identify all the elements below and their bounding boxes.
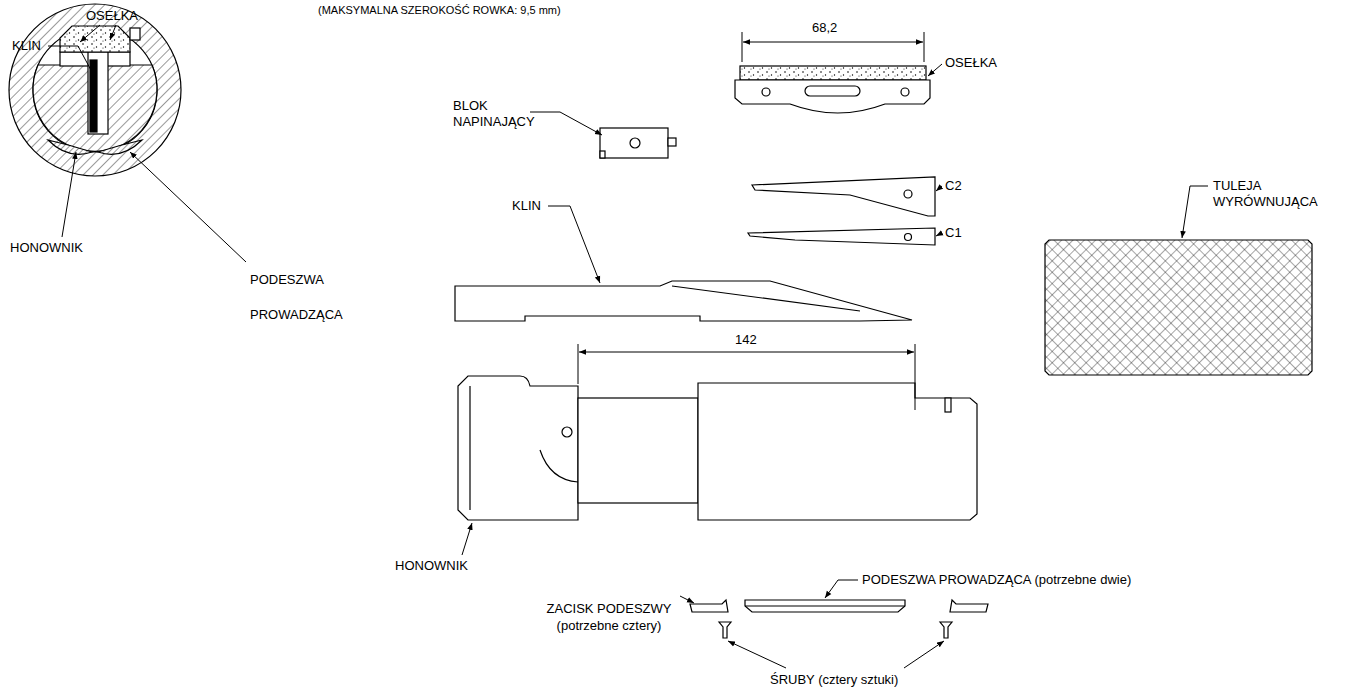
tension-block [600, 128, 668, 158]
leader-line [548, 206, 600, 283]
shim [748, 228, 935, 245]
screw [719, 622, 952, 638]
dimension-line [924, 32, 925, 62]
part-label: PODESZWA PROWADZĄCA [250, 262, 360, 332]
shoe-clamp [690, 600, 988, 612]
guide-shoe [745, 600, 905, 612]
part-label: ZACISK PODESZWY (potrzebne cztery) [538, 600, 680, 634]
part-label: BLOK NAPINAJĄCY [453, 98, 557, 130]
leader-line [936, 233, 942, 236]
part-label: KLIN [12, 38, 41, 54]
wedge [672, 286, 860, 311]
hone-body [540, 450, 578, 482]
leader-line [936, 186, 942, 191]
leader-line [62, 152, 76, 237]
cross-section [9, 4, 181, 176]
part-label: C2 [945, 178, 962, 194]
dimension-line [915, 344, 916, 410]
honing-stone [740, 66, 926, 80]
tension-block [630, 138, 640, 148]
part-label: HONOWNIK [395, 558, 468, 574]
cross-section [60, 26, 130, 52]
hone-body [458, 376, 977, 520]
part-label: KLIN [512, 198, 541, 214]
leader-line [462, 64, 1208, 668]
shoe-clamp [690, 600, 728, 612]
leader-line [728, 641, 786, 668]
part-label: OSEŁKA [86, 8, 138, 24]
cross-section [130, 28, 140, 40]
hone-body [945, 398, 951, 412]
honing-stone [762, 88, 770, 96]
part-label: C1 [945, 225, 962, 241]
dimension-line [579, 352, 914, 353]
tension-block [668, 138, 676, 146]
shim [905, 234, 912, 241]
leader-line [1182, 186, 1208, 238]
leader-line [80, 25, 100, 42]
leader-line [48, 46, 92, 72]
cross-section [9, 4, 181, 176]
part-label: HONOWNIK [10, 240, 83, 256]
leader-line [462, 523, 472, 555]
hone-body [562, 427, 572, 437]
honing-stone [901, 88, 909, 96]
hone-body [698, 383, 977, 520]
wedge [455, 281, 912, 321]
leader-line [48, 25, 246, 262]
cross-section [98, 140, 142, 154]
dimension-label: 68,2 [812, 20, 837, 36]
note: (MAKSYMALNA SZEROKOŚĆ ROWKA: 9,5 mm) [318, 2, 561, 18]
part-label: OSEŁKA [945, 55, 997, 71]
alignment-sleeve [1045, 240, 1312, 375]
leader-line [928, 64, 942, 76]
tension-block [600, 128, 676, 158]
leader-line [825, 580, 858, 598]
honing-stone [805, 86, 860, 96]
dimension-label: 142 [735, 332, 757, 348]
hone-body [458, 376, 578, 520]
leader-line [680, 596, 694, 603]
hone-body [578, 398, 698, 503]
screw [719, 622, 731, 638]
cross-section [48, 140, 92, 154]
honing-stone [735, 66, 930, 113]
tension-block [600, 151, 605, 158]
leader-line [530, 112, 602, 135]
guide-shoe [745, 600, 905, 612]
leader-line [110, 25, 116, 40]
shoe-clamp [950, 600, 988, 612]
leader-line [130, 152, 246, 262]
cross-section [88, 52, 108, 134]
screw [940, 622, 952, 638]
dimension-line [743, 42, 923, 43]
wedge [455, 281, 912, 321]
dimension-line [578, 32, 924, 410]
guide-shoe [745, 605, 905, 606]
alignment-sleeve [1045, 240, 1312, 375]
shim [748, 177, 935, 245]
dimension-line [578, 344, 579, 384]
honing-stone [735, 80, 930, 113]
part-label: PODESZWA PROWADZĄCA (potrzebne dwie) [862, 572, 1131, 588]
part-label: TULEJA WYRÓWNUJĄCA [1213, 178, 1329, 210]
part-label: ŚRUBY (cztery sztuki) [770, 672, 898, 688]
leader-line [904, 641, 944, 668]
dimension-line [742, 32, 743, 62]
shim [904, 190, 912, 198]
shim [752, 177, 935, 216]
hone-body [469, 386, 470, 510]
